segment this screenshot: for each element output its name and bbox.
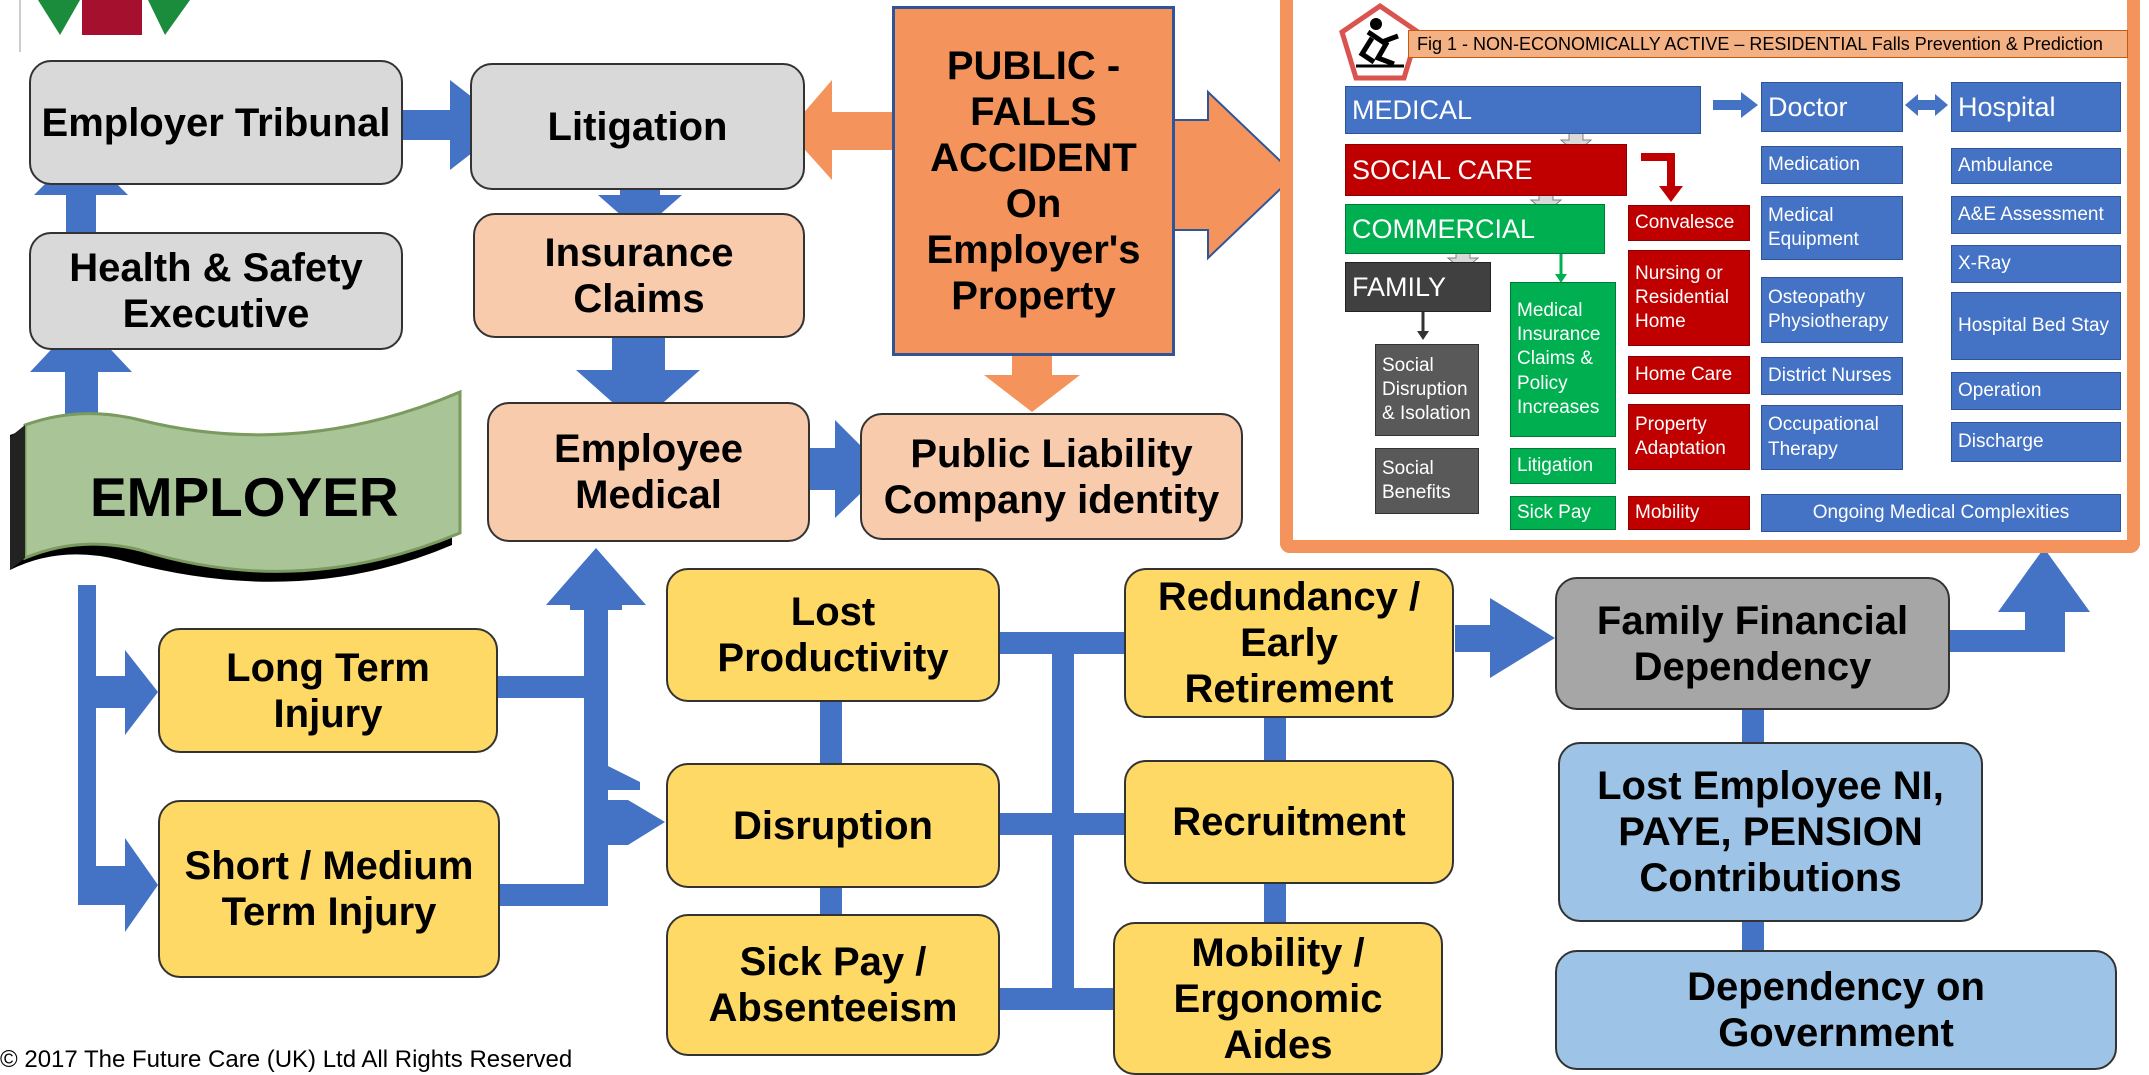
node-disruption: Disruption [666, 763, 1000, 888]
fig1-title: Fig 1 - NON-ECONOMICALLY ACTIVE – RESIDE… [1408, 30, 2128, 58]
arrow-falls-to-fig [1172, 92, 1295, 258]
fall-warning-icon [1339, 2, 1421, 81]
node-lost-productivity: Lost Productivity [666, 568, 1000, 702]
line-disruption-sickpay [820, 887, 842, 917]
node-mobility-ergonomic-aides: Mobility / Ergonomic Aides [1113, 922, 1443, 1075]
node-recruitment: Recruitment [1124, 760, 1454, 884]
fig1-family-item: Social Disruption & Isolation [1375, 344, 1479, 436]
fig1-doctor-item: District Nurses [1761, 357, 1903, 395]
fig1-social-item: Mobility [1628, 496, 1750, 530]
line-productivity-disruption [820, 700, 842, 768]
fig1-hospital-item: Operation [1951, 372, 2121, 410]
node-employer-tribunal: Employer Tribunal [29, 60, 403, 185]
fig1-doctor-item: Occupational Therapy [1761, 405, 1903, 470]
arrow-to-long-term [96, 650, 158, 735]
fig1-social-item: Convalesce [1628, 205, 1750, 241]
node-employer: EMPLOYER [90, 466, 399, 528]
copyright-notice: © 2017 The Future Care (UK) Ltd All Righ… [0, 1046, 573, 1073]
fig1-doctor-item: Osteopathy Physiotherapy [1761, 277, 1903, 343]
line-employer-trunk [78, 585, 96, 905]
fig1-commercial-item: Medical Insurance Claims & Policy Increa… [1510, 282, 1616, 437]
fig1-doctor-item: Medication [1761, 146, 1903, 184]
arrow-to-employee-medical [546, 548, 646, 610]
fig1-hospital-item: A&E Assessment [1951, 196, 2121, 234]
fig1-commercial: COMMERCIAL [1345, 204, 1605, 254]
fig1-hospital-item: Discharge [1951, 422, 2121, 462]
line-to-disruption [597, 700, 607, 900]
node-long-term-injury: Long Term Injury [158, 628, 498, 753]
fig1-panel: Fig 1 - NON-ECONOMICALLY ACTIVE – RESIDE… [1280, 0, 2140, 553]
fig1-commercial-item: Sick Pay [1510, 496, 1616, 530]
employer-banner [10, 389, 462, 582]
fig1-hospital-item: Hospital Bed Stay [1951, 292, 2121, 360]
fig1-ongoing-medical-complexities: Ongoing Medical Complexities [1761, 494, 2121, 532]
node-redundancy-early-retirement: Redundancy / Early Retirement [1124, 568, 1454, 718]
node-family-financial-dependency: Family Financial Dependency [1555, 577, 1950, 710]
arrow-insurance-to-medical [576, 325, 700, 425]
arrow-medical-to-liability [792, 420, 885, 518]
arrow-to-disruption [596, 760, 665, 845]
line-family-lostemployee [1742, 708, 1764, 744]
fig1-commercial-item: Litigation [1510, 448, 1616, 484]
line-longterm-out [497, 676, 597, 698]
line-bus-vertical [1052, 632, 1074, 1010]
fig1-doctor-item: Medical Equipment [1761, 196, 1903, 260]
node-short-medium-term-injury: Short / Medium Term Injury [158, 800, 500, 978]
arrow-litigation-to-insurance [598, 180, 682, 232]
arrow-hse-to-tribunal [34, 148, 128, 235]
fig1-social-care: SOCIAL CARE [1345, 144, 1627, 196]
node-sick-pay-absenteeism: Sick Pay / Absenteeism [666, 914, 1000, 1056]
fig1-hospital-item: Ambulance [1951, 148, 2121, 184]
fig1-social-item: Home Care [1628, 356, 1750, 394]
company-logo [19, 0, 190, 52]
fig1-hospital: Hospital [1951, 82, 2121, 132]
node-public-liability: Public Liability Company identity [860, 413, 1243, 540]
fig1-social-item: Property Adaptation [1628, 404, 1750, 470]
arrow-to-short-term [90, 838, 158, 932]
arrow-falls-to-liability [984, 354, 1080, 412]
node-dependency-on-government: Dependency on Government [1555, 950, 2117, 1070]
line-shortterm-out [497, 884, 607, 906]
fig1-hospital-item: X-Ray [1951, 245, 2121, 283]
fig1-family-item: Social Benefits [1375, 448, 1479, 514]
arrow-family-to-fig [1950, 548, 2090, 652]
node-insurance-claims: Insurance Claims [473, 213, 805, 338]
node-public-falls-accident: PUBLIC - FALLS ACCIDENT On Employer's Pr… [892, 6, 1175, 356]
arrow-falls-to-litigation [788, 80, 898, 180]
line-redundancy-recruitment [1264, 718, 1286, 763]
fig1-medical: MEDICAL [1345, 86, 1701, 134]
fig1-social-item: Nursing or Residential Home [1628, 250, 1750, 346]
node-health-safety-executive: Health & Safety Executive [29, 232, 403, 350]
fig1-family: FAMILY [1345, 262, 1491, 312]
node-employee-medical: Employee Medical [487, 402, 810, 542]
fig1-doctor: Doctor [1761, 82, 1903, 132]
line-recruitment-mobility [1264, 883, 1286, 925]
arrow-redundancy-to-family [1455, 598, 1555, 678]
node-lost-employee-contributions: Lost Employee NI, PAYE, PENSION Contribu… [1558, 742, 1983, 922]
node-litigation: Litigation [470, 63, 805, 190]
line-lostemployee-dependency [1742, 920, 1764, 952]
